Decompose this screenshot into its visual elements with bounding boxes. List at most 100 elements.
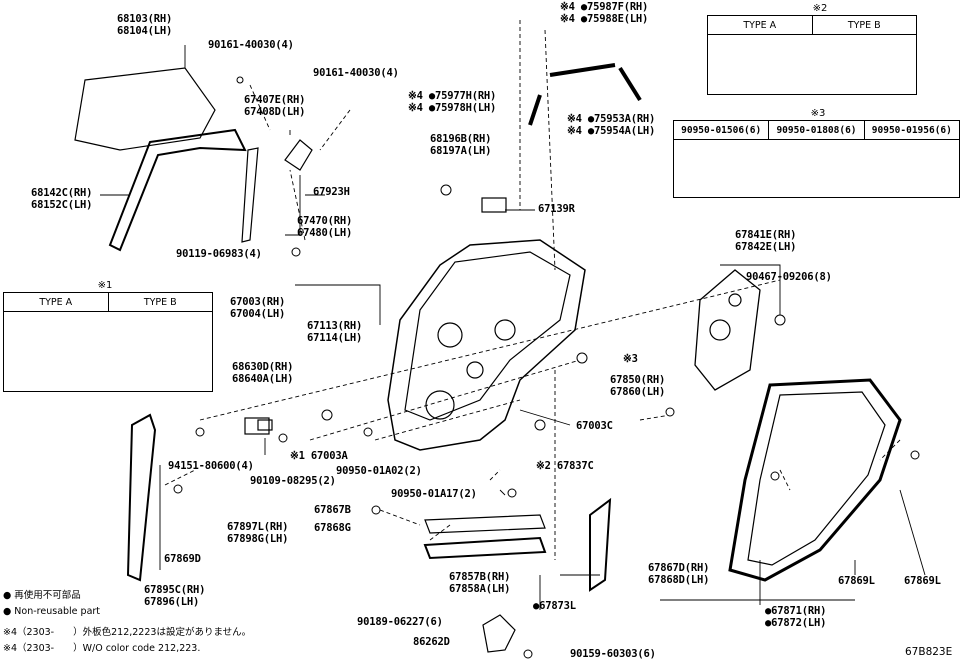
legend-type-3: 90950-01506(6) 90950-01808(6) 90950-0195… [673,120,960,198]
label-67842: 67842E(LH) [735,241,797,253]
rocker-strip [424,514,546,534]
bolt [291,247,301,257]
label-67898: 67898G(LH) [227,533,289,545]
belt-moulding [126,413,157,582]
label-67896: 67896(LH) [144,596,200,608]
label-90109: 90109-08295(2) [250,475,336,487]
label-67868d: 67868D(LH) [648,574,710,586]
legend1-type-b: TYPE B [107,293,213,311]
label-67470: 67470(RH) [297,215,353,227]
service-hole-cover [694,269,761,391]
label-67867d: 67867D(RH) [648,562,710,574]
legend2-type-a: TYPE A [743,19,777,31]
garnish-plate [481,197,507,213]
bolt [195,427,205,437]
clip [363,427,373,437]
legend-type-2: TYPE A TYPE B [707,15,917,95]
bolt [236,76,244,84]
label-94151: 94151-80600(4) [168,460,254,472]
label-68197: 68197A(LH) [430,145,492,157]
label-68640: 68640A(LH) [232,373,294,385]
label-67114: 67114(LH) [307,332,363,344]
bolt [278,433,288,443]
label-67872: ●67872(LH) [765,617,827,629]
legend3-mark: ※3 [810,108,826,119]
sash-channel [241,147,259,243]
legend3-col3: 90950-01956(6) [863,121,959,139]
label-75954: ※4 ●75954A(LH) [567,125,656,137]
legend2-mark: ※2 [812,3,828,14]
label-75978: ※4 ●75978H(LH) [408,102,497,114]
motor-cover [482,614,516,653]
label-67897: 67897L(RH) [227,521,289,533]
hinge [244,417,270,435]
label-75977: ※4 ●75977H(RH) [408,90,497,102]
label-67869d: 67869D [164,553,201,565]
label-68196: 68196B(RH) [430,133,492,145]
note-non-reusable-jp: ● 再使用不可部品 [3,590,81,601]
label-67923: 67923H [313,186,350,198]
grommet [321,409,333,421]
nut [523,649,533,659]
clip [173,484,183,494]
note-non-reusable-en: ● Non-reusable part [3,606,101,617]
label-67858: 67858A(LH) [449,583,511,595]
clip [665,407,675,417]
label-67004: 67004(LH) [230,308,286,320]
door-weatherstrip [728,378,902,582]
label-75953: ※4 ●75953A(RH) [567,113,656,125]
label-67860: 67860(LH) [610,386,666,398]
label-67895: 67895C(RH) [144,584,206,596]
label-67868: 67868G [314,522,351,534]
label-67407: 67407E(RH) [244,94,306,106]
clip [507,488,517,498]
label-90950b: 90950-01A17(2) [391,488,477,500]
legend3-col2: 90950-01808(6) [768,121,863,139]
clip [576,352,588,364]
label-67003: 67003(RH) [230,296,286,308]
run-channel [108,128,247,252]
regulator-bracket [284,139,313,171]
legend3-col1: 90950-01506(6) [681,124,762,136]
label-68103: 68103(RH) [117,13,173,25]
label-67837: ※2 67837C [536,460,594,472]
label-67480: 67480(LH) [297,227,353,239]
upper-moulding [549,63,616,77]
note-color-en: ※4（2303- ）W/O color code 212,223. [3,643,201,654]
label-90467: 90467-09206(8) [746,271,832,283]
label-67850: 67850(RH) [610,374,666,386]
label-67857: 67857B(RH) [449,571,511,583]
label-90161-a: 90161-40030(4) [208,39,294,51]
label-68142: 68142C(RH) [31,187,93,199]
legend1-mark: ※1 [97,280,113,291]
label-90189: 90189-06227(6) [357,616,443,628]
label-67003c: 67003C [576,420,613,432]
label-67871: ●67871(RH) [765,605,827,617]
clip [770,471,780,481]
nut [774,314,786,326]
legend2-type-b: TYPE B [811,16,917,34]
label-67869l-1: 67869L [838,575,875,587]
legend-type-1: TYPE A TYPE B [3,292,213,392]
label-note3-ref: ※3 [623,353,638,365]
label-90161-b: 90161-40030(4) [313,67,399,79]
label-68152: 68152C(LH) [31,199,93,211]
label-67869l-2: 67869L [904,575,941,587]
label-67003a: ※1 67003A [290,450,348,462]
label-67873: ●67873L [533,600,576,612]
label-86262: 86262D [413,636,450,648]
door-panel [387,239,586,451]
label-90159: 90159-60303(6) [570,648,656,660]
label-75988: ※4 ●75988E(LH) [560,13,649,25]
diagram-code: 67B823E [905,646,953,658]
label-67139: 67139R [538,203,575,215]
label-90119: 90119-06983(4) [176,248,262,260]
clip [910,450,920,460]
legend1-type-a: TYPE A [39,296,73,308]
label-67113: 67113(RH) [307,320,363,332]
clip [440,184,452,196]
note-color-jp: ※4（2303- ）外板色212,2223は設定がありません。 [3,627,252,638]
label-67408: 67408D(LH) [244,106,306,118]
pillar-garnish [618,66,642,102]
label-67841: 67841E(RH) [735,229,797,241]
